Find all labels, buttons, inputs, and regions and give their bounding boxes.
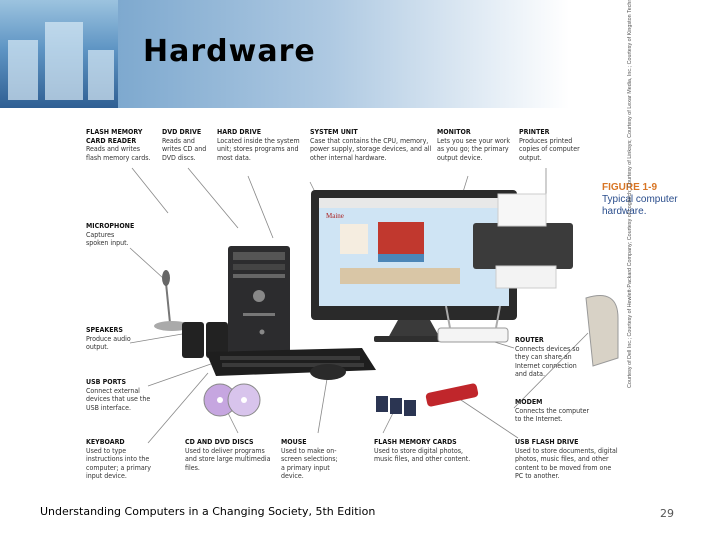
hardware-illustration: Maine [129, 167, 619, 444]
figure-caption: FIGURE 1-9 Typical computer hardware. [602, 182, 714, 218]
hardware-figure: Maine [78, 0, 714, 492]
header-photo [0, 0, 118, 108]
photo-credit: Courtesy of Dell Inc.; Courtesy of Hewle… [627, 0, 633, 388]
slide-footer: Understanding Computers in a Changing So… [40, 505, 376, 518]
slide-title: Hardware [143, 34, 316, 69]
page-number: 29 [660, 507, 674, 520]
figure-number: FIGURE 1-9 [602, 182, 658, 193]
header-band [118, 0, 720, 108]
figure-caption-text: Typical computer hardware. [602, 194, 678, 217]
svg-text:Maine: Maine [326, 212, 344, 220]
